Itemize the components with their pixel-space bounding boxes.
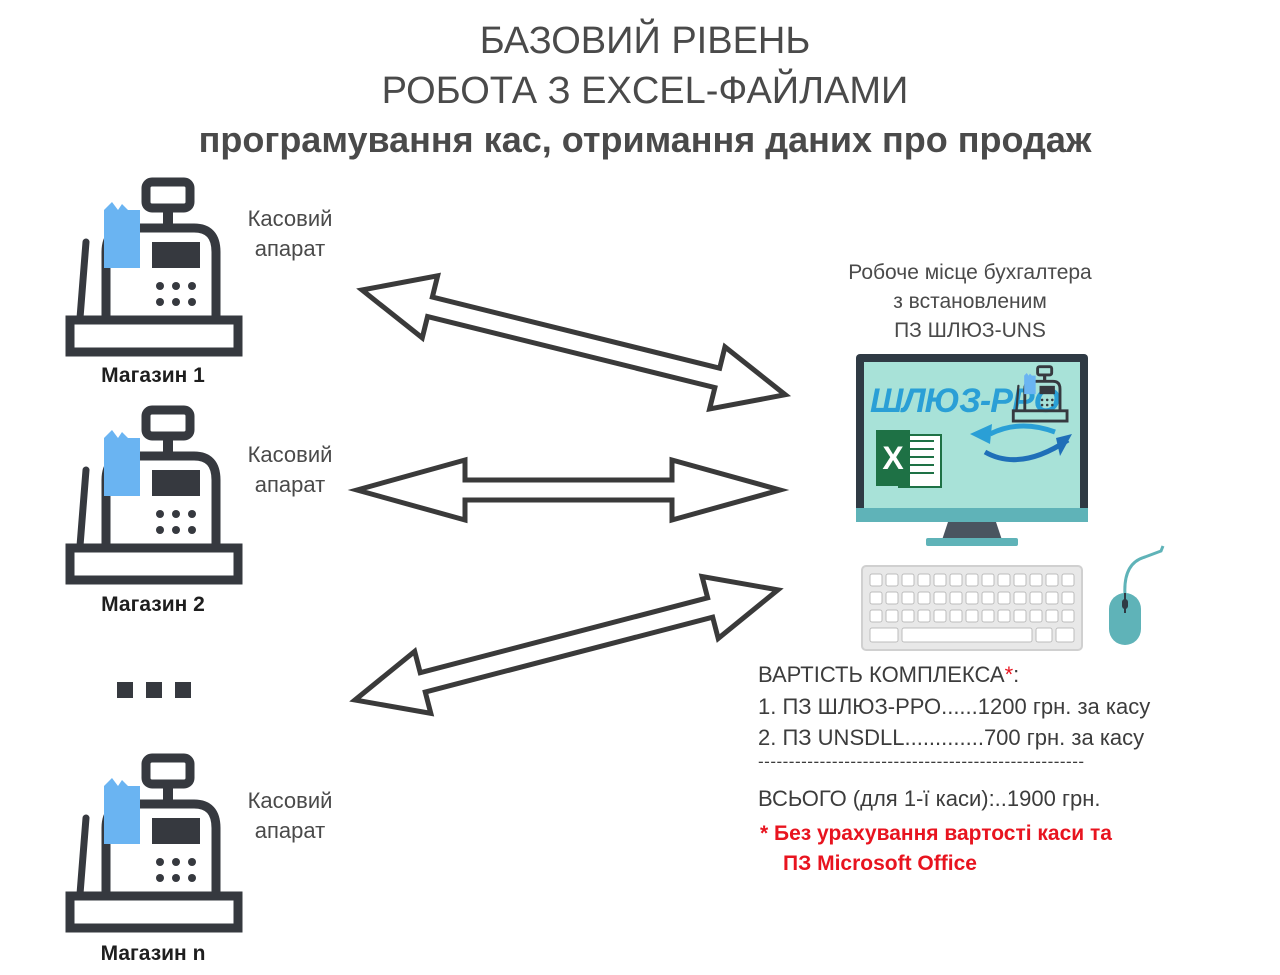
title-line-2: РОБОТА З EXCEL-ФАЙЛАМИ [381,70,909,112]
double-arrow-2 [347,456,790,524]
excel-icon: X [876,430,942,488]
register-label-1: Касовий апарат [215,204,365,264]
store-name-1: Магазин 1 [101,364,205,387]
cost-total: ВСЬОГО (для 1-ї каси):..1900 грн. [758,786,1101,811]
workstation-label-line: ПЗ ШЛЮЗ-UNS [894,319,1046,342]
register-label-line: Касовий [247,206,333,231]
workstation-label: Робоче місце бухгалтера з встановленим П… [800,258,1140,345]
workstation-label-line: Робоче місце бухгалтера [848,261,1092,284]
cost-colon: : [1013,662,1020,687]
register-label-line: Касовий [247,442,333,467]
excel-letter: X [876,430,910,486]
more-stores-ellipsis [117,682,204,703]
cost-heading-text: ВАРТІСТЬ КОМПЛЕКСА [758,662,1005,687]
double-arrow-3 [349,573,784,717]
cost-item-2: 2. ПЗ UNSDLL.............700 грн. за кас… [758,725,1145,750]
double-arrow-1 [356,272,792,413]
cost-separator: ----------------------------------------… [758,752,1085,771]
title-line-3: програмування кас, отримання даних про п… [198,119,1092,160]
cost-item-1: 1. ПЗ ШЛЮЗ-РРО......1200 грн. за касу [758,694,1151,719]
register-label-line: апарат [254,818,326,843]
store-name-n: Магазин n [100,942,206,965]
sync-arrows-icon [970,365,1072,463]
cost-asterisk: * [1004,662,1014,687]
title-line-1: БАЗОВИЙ РІВЕНЬ [479,20,811,62]
store-name-2: Магазин 2 [101,593,205,616]
register-label-line: апарат [254,472,326,497]
workstation-label-line: з встановленим [893,290,1047,313]
register-label-line: апарат [254,236,326,261]
register-label-line: Касовий [247,788,333,813]
register-label-n: Касовий апарат [215,786,365,846]
register-label-2: Касовий апарат [215,440,365,500]
note-line-2: ПЗ Microsoft Office [783,852,977,875]
keyboard-icon [861,565,1083,651]
cost-heading: ВАРТІСТЬ КОМПЛЕКСА*: [758,662,1019,688]
note-line-1: * Без урахування вартості каси та [760,822,1112,845]
mouse-icon [1109,545,1165,645]
